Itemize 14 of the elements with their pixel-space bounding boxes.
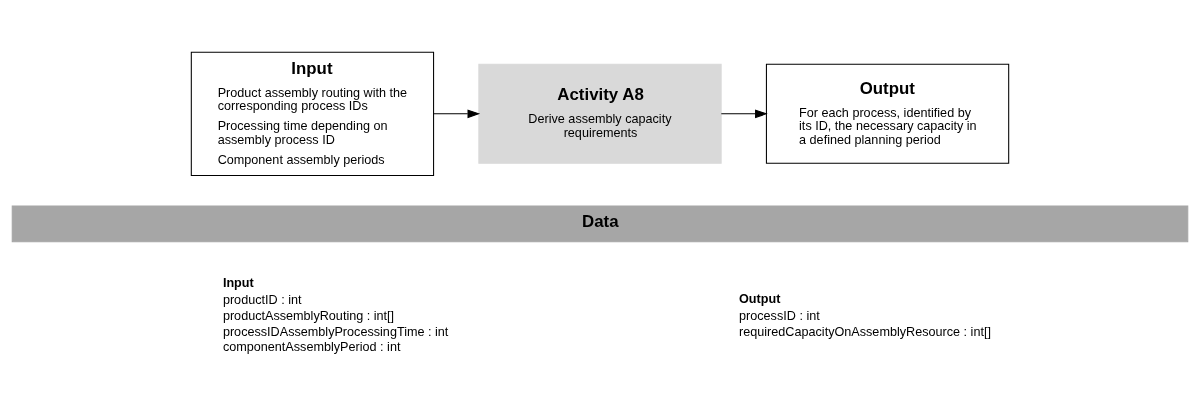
label: processIDAssemblyProcessingTime : int <box>222 324 449 339</box>
label: processID : int <box>739 308 820 323</box>
label: componentAssemblyPeriod : int <box>222 340 401 355</box>
label: Input <box>222 276 254 291</box>
label: requiredCapacityOnAssemblyResource : int[] <box>739 324 991 339</box>
label: productID : int <box>222 293 302 308</box>
node-box: Data <box>11 205 1189 243</box>
label: Output <box>739 292 781 307</box>
node-box: Input Product assembly routing with the corresponding process IDs Processing time depending on assembly process ID Component assembly periods <box>190 51 435 176</box>
node-box: Activity A8 Derive assembly capacity requirements <box>478 63 722 164</box>
node-box: Output For each process, identified by its ID, the necessary capacity in a defined planning period <box>765 63 1010 164</box>
arrow <box>433 109 481 119</box>
arrow <box>720 109 768 119</box>
label: productAssemblyRouting : int[] <box>222 308 395 323</box>
